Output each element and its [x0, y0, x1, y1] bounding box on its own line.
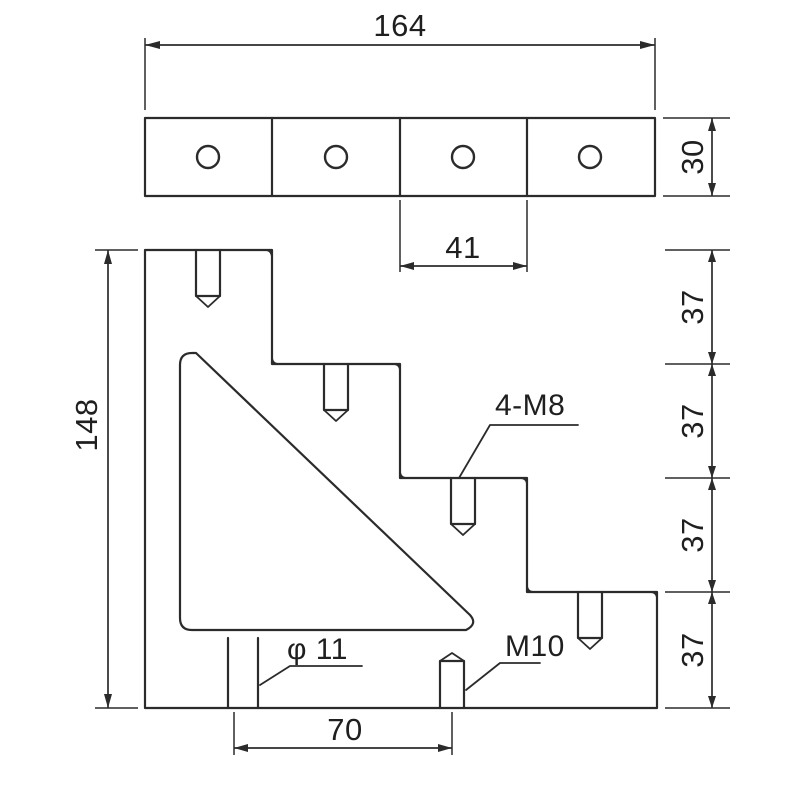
- annotation-phi-11: φ 11: [259, 633, 363, 686]
- dim-70-text: 70: [327, 712, 362, 747]
- m10-hole: [438, 652, 466, 710]
- m8-hole-1-bore: [194, 248, 222, 298]
- annotation-m10: M10: [465, 630, 565, 691]
- dim-37-3-arrow-bottom: [708, 580, 716, 592]
- dim-37-2-text: 37: [675, 403, 710, 438]
- step-corner-6: [526, 584, 535, 593]
- dim-164-arrow-left: [145, 41, 160, 49]
- leader-phi-11: [259, 665, 363, 686]
- dim-164-arrow-right: [640, 41, 655, 49]
- dim-37-3-text: 37: [675, 517, 710, 552]
- triangular-cutout: [178, 351, 475, 632]
- phi11-through-hole: [226, 636, 260, 710]
- leader-4-m8: [458, 424, 579, 479]
- top-view-hole-2: [323, 144, 349, 170]
- step-corner-3: [392, 363, 401, 372]
- dim-41-text: 41: [445, 230, 480, 265]
- leader-m10: [465, 662, 541, 691]
- m8-hole-4: [576, 590, 604, 650]
- dim-37-3-arrow-top: [708, 478, 716, 490]
- m10-hole-bore: [438, 659, 466, 710]
- front-view: [143, 248, 659, 710]
- dim-30-arrow-bottom: [708, 183, 716, 196]
- dim-37-1-arrow-top: [708, 250, 716, 262]
- step-corner-1: [264, 249, 273, 259]
- dim-37-4-arrow-bottom: [708, 696, 716, 708]
- dim-30-text: 30: [675, 139, 710, 174]
- dim-148-arrow-top: [104, 250, 112, 264]
- dim-37-2-arrow-bottom: [708, 466, 716, 478]
- dimension-step-37-group: 37 37 37 37: [665, 249, 730, 709]
- dimension-plate-height-30: 30: [663, 117, 730, 197]
- dim-30-arrow-top: [708, 118, 716, 131]
- m8-hole-4-bore: [576, 590, 604, 640]
- m8-hole-2-drill-point: [323, 409, 349, 422]
- dimension-overall-width-164: 164: [144, 8, 656, 110]
- dim-37-4-text: 37: [675, 632, 710, 667]
- note-m10-text: M10: [505, 630, 565, 663]
- dim-41-arrow-right: [513, 262, 527, 270]
- step-corner-5: [519, 477, 528, 486]
- m8-hole-4-drill-point: [577, 637, 603, 650]
- dim-70-arrow-left: [234, 744, 248, 752]
- note-4-m8-text: 4-M8: [495, 389, 565, 422]
- top-view-hole-3: [450, 144, 476, 170]
- dimension-bottom-width-70: 70: [233, 712, 453, 755]
- step-corner-7: [649, 591, 658, 600]
- m8-hole-3-bore: [449, 476, 477, 526]
- note-phi-11-text: φ 11: [287, 633, 348, 666]
- front-view-outline: [143, 248, 659, 710]
- step-corner-2: [271, 356, 280, 365]
- dim-37-1-text: 37: [675, 289, 710, 324]
- top-view-hole-4: [577, 144, 603, 170]
- m8-hole-1: [194, 248, 222, 308]
- annotation-4-m8: 4-M8: [458, 389, 579, 479]
- dim-37-4-arrow-top: [708, 592, 716, 604]
- top-view: [143, 116, 657, 198]
- step-corner-4: [399, 470, 408, 479]
- top-view-hole-1: [195, 144, 221, 170]
- dim-70-arrow-right: [438, 744, 452, 752]
- dim-41-arrow-left: [400, 262, 414, 270]
- dimension-hole-pitch-41: 41: [399, 200, 528, 272]
- m8-hole-2-bore: [322, 362, 350, 412]
- m8-hole-1-drill-point: [195, 295, 221, 308]
- dim-37-2-arrow-top: [708, 364, 716, 376]
- dim-148-arrow-bottom: [104, 694, 112, 708]
- m10-hole-drill-point: [439, 652, 465, 662]
- m8-hole-3: [449, 476, 477, 536]
- dim-148-text: 148: [69, 398, 104, 451]
- dim-164-text: 164: [373, 8, 426, 43]
- dimension-overall-height-148: 148: [69, 249, 138, 709]
- m8-hole-2: [322, 362, 350, 422]
- dim-37-1-arrow-bottom: [708, 352, 716, 364]
- m8-hole-3-drill-point: [450, 523, 476, 536]
